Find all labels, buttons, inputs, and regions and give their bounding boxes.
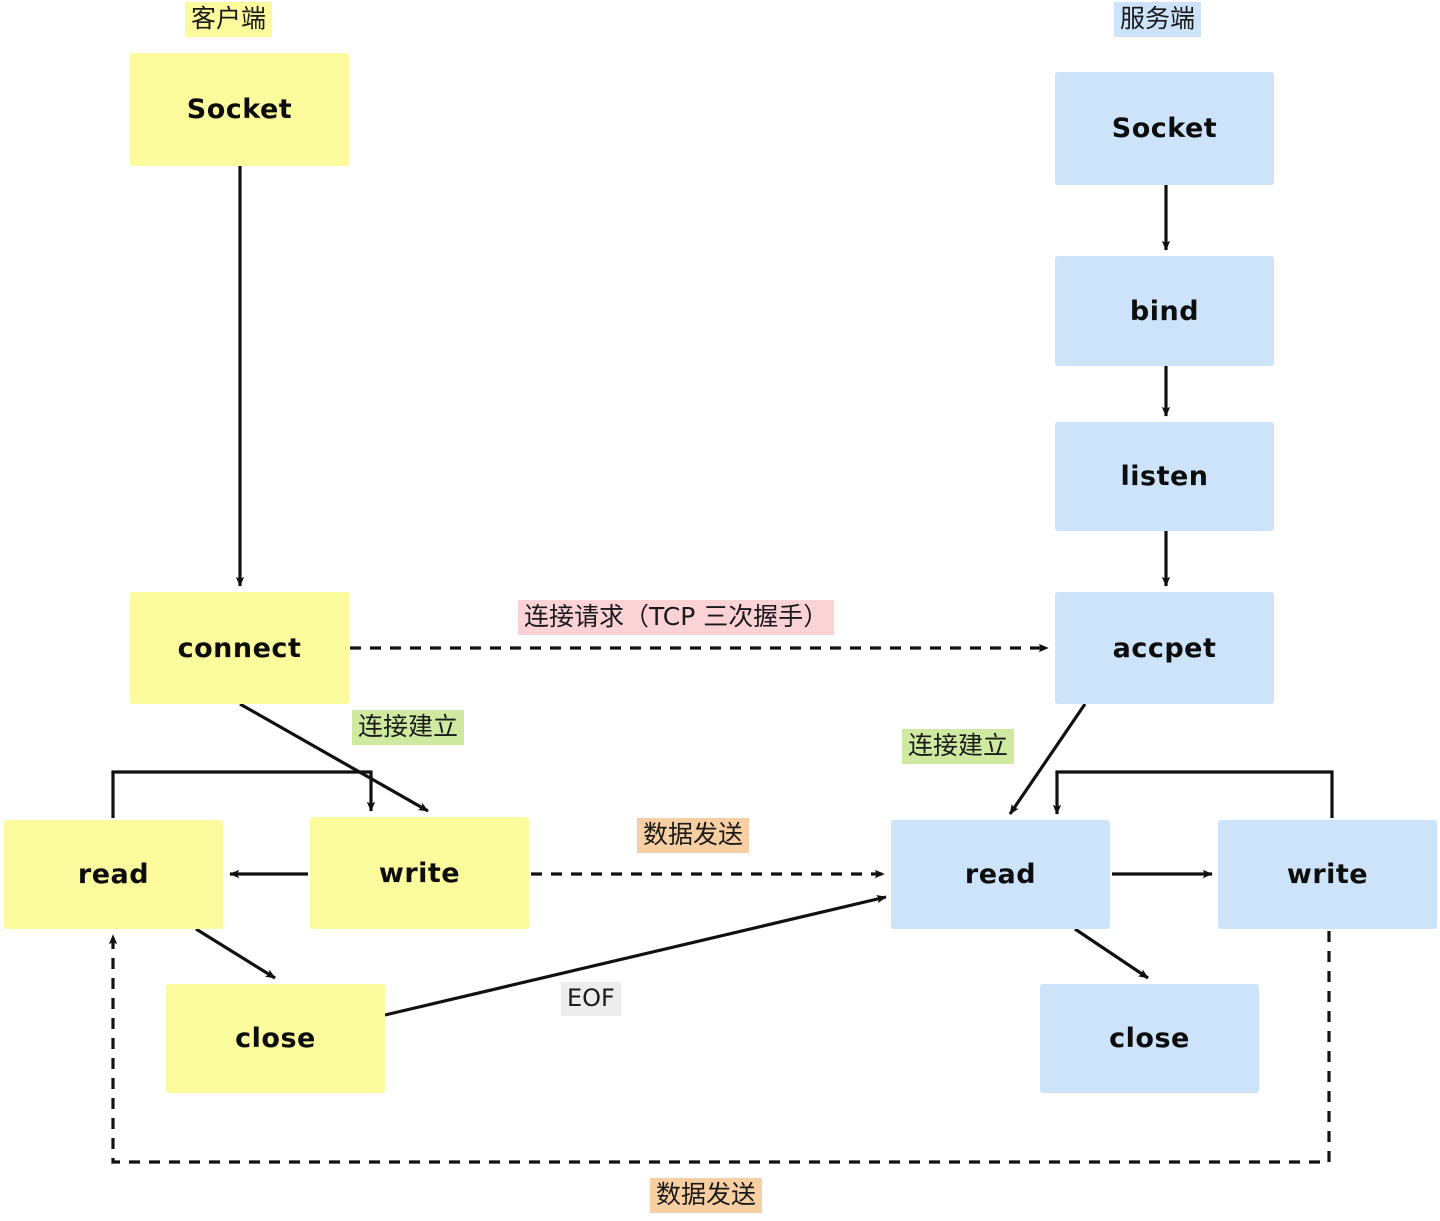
edge-server-read-to-close	[1074, 927, 1149, 980]
edge-client-read-loop-write	[111, 770, 376, 818]
node-server-socket[interactable]: Socket	[1055, 72, 1274, 185]
node-label: accpet	[1112, 632, 1217, 664]
label-text: 服务端	[1120, 4, 1196, 33]
label-text: 客户端	[191, 4, 267, 33]
node-label: read	[77, 859, 150, 890]
node-client-write[interactable]: write	[310, 817, 529, 929]
node-label: close	[1109, 1023, 1190, 1054]
node-server-listen[interactable]: listen	[1055, 422, 1274, 531]
label-connect-request: 连接请求（TCP 三次握手）	[518, 600, 835, 635]
node-label: bind	[1129, 295, 1200, 327]
edge-accept-to-read	[1008, 703, 1087, 815]
node-server-close[interactable]: close	[1040, 984, 1259, 1093]
node-label: listen	[1120, 461, 1209, 492]
label-data-send-bottom: 数据发送	[650, 1178, 763, 1213]
label-connection-established-client: 连接建立	[352, 710, 465, 745]
node-server-read[interactable]: read	[891, 820, 1110, 929]
node-client-connect[interactable]: connect	[130, 592, 349, 704]
node-label: close	[235, 1023, 316, 1054]
node-label: read	[964, 859, 1037, 890]
node-label: write	[378, 857, 461, 889]
node-label: Socket	[186, 94, 293, 125]
node-server-accept[interactable]: accpet	[1055, 592, 1274, 704]
label-text: 连接建立	[358, 712, 459, 741]
label-eof: EOF	[561, 982, 621, 1016]
label-text: 连接请求（TCP 三次握手）	[524, 602, 829, 631]
node-client-socket[interactable]: Socket	[130, 53, 349, 166]
node-client-close[interactable]: close	[166, 984, 385, 1093]
label-client-title: 客户端	[185, 2, 273, 37]
node-label: write	[1286, 859, 1369, 890]
label-connection-established-server: 连接建立	[902, 729, 1015, 764]
node-label: connect	[177, 632, 302, 664]
label-text: 连接建立	[908, 731, 1009, 760]
label-server-title: 服务端	[1114, 2, 1202, 37]
edge-server-write-loop-read	[1052, 770, 1334, 818]
label-text: 数据发送	[656, 1180, 757, 1209]
node-server-write[interactable]: write	[1218, 820, 1437, 929]
node-client-read[interactable]: read	[4, 820, 223, 929]
node-label: Socket	[1111, 113, 1218, 144]
node-server-bind[interactable]: bind	[1055, 256, 1274, 366]
label-data-send-top: 数据发送	[637, 818, 750, 853]
label-text: 数据发送	[643, 820, 744, 849]
label-text: EOF	[567, 984, 615, 1012]
edge-client-read-to-close	[195, 927, 276, 980]
